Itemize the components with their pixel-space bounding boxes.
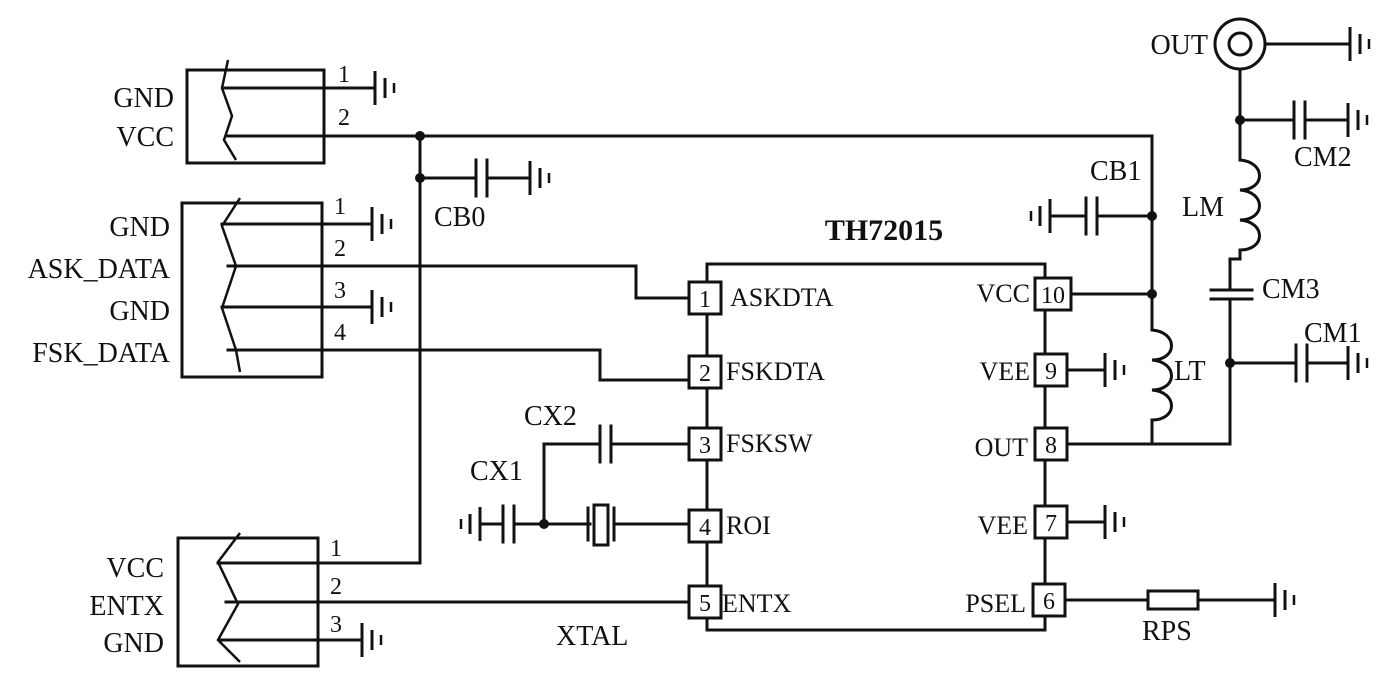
pin-9-label: VEE bbox=[979, 357, 1030, 386]
capacitor-cx2: CX2 bbox=[524, 401, 691, 524]
chip-th72015: TH72015 1 ASKDTA 2 FSKDTA 3 FSKSW 4 ROI … bbox=[687, 214, 1073, 632]
chip-title: TH72015 bbox=[825, 214, 943, 247]
connector-j3: 1 2 3 VCC ENTX GND bbox=[89, 532, 688, 668]
inductor-lm: LM bbox=[1182, 118, 1261, 261]
pin-7-label: VEE bbox=[977, 511, 1028, 540]
j2-pin-2: 2 bbox=[334, 236, 346, 262]
connector-j2: 1 2 3 4 GND ASK_DATA GND FSK_DATA bbox=[28, 194, 638, 379]
pin9-ground-symbol bbox=[1103, 351, 1126, 389]
pin-4-label: ROI bbox=[726, 511, 771, 540]
j2-label-ask-data: ASK_DATA bbox=[28, 254, 171, 285]
label-cm3: CM3 bbox=[1262, 274, 1320, 305]
pin-10-label: VCC bbox=[977, 279, 1030, 308]
pin-1-label: ASKDTA bbox=[730, 283, 834, 312]
vcc-rail bbox=[415, 131, 425, 565]
j3-label-gnd: GND bbox=[103, 628, 164, 659]
j2-pin-3: 3 bbox=[334, 278, 346, 304]
j2-pin-4: 4 bbox=[334, 320, 346, 346]
j2-label-gnd-2: GND bbox=[109, 296, 170, 327]
j3-label-vcc: VCC bbox=[106, 553, 164, 584]
pin-1-number: 1 bbox=[699, 287, 711, 313]
j3-label-entx: ENTX bbox=[89, 591, 164, 622]
pin-5-label: ENTX bbox=[722, 589, 792, 618]
capacitor-cm1: CM1 bbox=[1228, 318, 1369, 383]
pin-2-label: FSKDTA bbox=[726, 357, 825, 386]
pin7-ground-symbol bbox=[1103, 503, 1126, 541]
capacitor-cm3: CM3 bbox=[1209, 257, 1320, 306]
capacitor-cx1: CX1 bbox=[459, 456, 592, 544]
j2-label-fsk-data: FSK_DATA bbox=[32, 338, 171, 369]
capacitor-cm2: CM2 bbox=[1235, 100, 1369, 173]
j3-pin-2: 2 bbox=[330, 574, 342, 600]
pin-8-label: OUT bbox=[975, 433, 1029, 462]
j1-pin-1: 1 bbox=[338, 62, 350, 88]
label-cb1: CB1 bbox=[1090, 156, 1141, 187]
label-rps: RPS bbox=[1142, 616, 1192, 647]
j3-pin-3: 3 bbox=[330, 612, 342, 638]
inductor-lt: LT bbox=[1150, 328, 1206, 446]
label-cm2: CM2 bbox=[1294, 142, 1352, 173]
pin-5-number: 5 bbox=[699, 591, 711, 617]
pin-9-number: 9 bbox=[1045, 359, 1057, 385]
pin-2-number: 2 bbox=[699, 361, 711, 387]
label-xtal: XTAL bbox=[556, 621, 628, 652]
pin-6-number: 6 bbox=[1043, 589, 1055, 615]
j3-pin-1: 1 bbox=[330, 536, 342, 562]
label-cx1: CX1 bbox=[470, 456, 523, 487]
label-out: OUT bbox=[1150, 30, 1208, 61]
pin-3-label: FSKSW bbox=[726, 429, 813, 458]
connector-j1: 1 2 GND VCC bbox=[113, 59, 1154, 165]
j1-label-gnd: GND bbox=[113, 83, 174, 114]
pin-10-number: 10 bbox=[1041, 283, 1065, 309]
crystal-xtal: XTAL bbox=[556, 503, 691, 652]
label-lt: LT bbox=[1174, 356, 1206, 387]
pin-7-number: 7 bbox=[1045, 511, 1057, 537]
label-lm: LM bbox=[1182, 192, 1224, 223]
j1-pin-2: 2 bbox=[338, 105, 350, 131]
label-cb0: CB0 bbox=[434, 202, 485, 233]
pin-3-number: 3 bbox=[699, 433, 711, 459]
label-cm1: CM1 bbox=[1304, 318, 1362, 349]
pin-4-number: 4 bbox=[699, 515, 711, 541]
j2-pin-1: 1 bbox=[334, 194, 346, 220]
output-connector: OUT bbox=[1150, 17, 1371, 122]
pin-8-number: 8 bbox=[1045, 433, 1057, 459]
left-pin-wiring bbox=[410, 264, 691, 604]
capacitor-cb0: CB0 bbox=[418, 158, 551, 233]
j1-label-vcc: VCC bbox=[116, 122, 174, 153]
pin-6-label: PSEL bbox=[965, 589, 1026, 618]
label-cx2: CX2 bbox=[524, 401, 577, 432]
j2-label-gnd-1: GND bbox=[109, 212, 170, 243]
capacitor-cb1: CB1 bbox=[1029, 156, 1154, 236]
resistor-rps: RPS bbox=[1063, 581, 1296, 647]
